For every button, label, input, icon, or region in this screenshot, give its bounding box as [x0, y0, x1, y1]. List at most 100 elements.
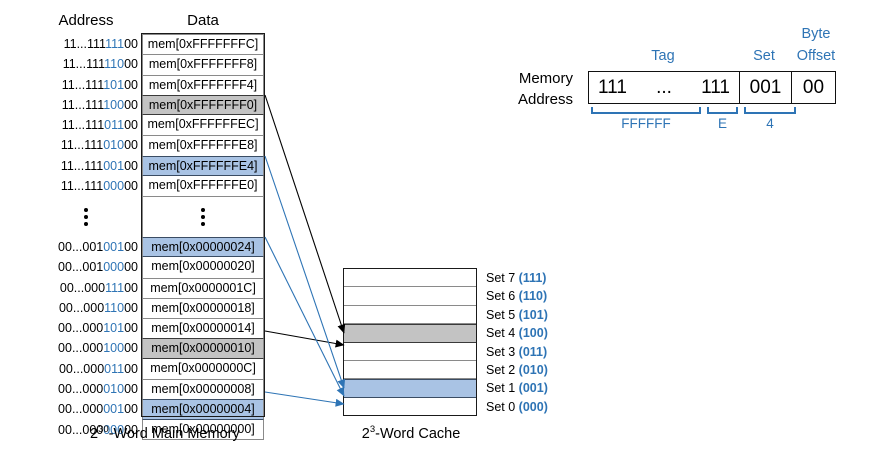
- cache-set-binary: (000): [518, 399, 548, 414]
- address-offset-bits: 00: [124, 118, 138, 133]
- address-set-bits: 000: [103, 422, 125, 437]
- offset-field-label: Offset: [796, 48, 836, 64]
- arrow-00000010-to-set4: [264, 330, 345, 348]
- address-offset-bits: 00: [124, 361, 138, 376]
- tag-ellipsis: ...: [656, 76, 672, 98]
- address-row: 11...11110100: [34, 75, 138, 95]
- cache-set-label: Set 0 (000): [486, 398, 548, 416]
- data-column-header: Data: [187, 12, 219, 29]
- address-set-bits: 001: [103, 402, 125, 417]
- cache-set-binary: (111): [518, 271, 547, 285]
- address-field-box: 111 ... 111 001 00: [588, 71, 836, 104]
- cache-set-name: Set 7: [486, 271, 519, 285]
- address-offset-bits: 00: [124, 402, 138, 417]
- arrow-ffffffe4-to-set1: [264, 155, 346, 389]
- address-tag-bits: 00...000: [58, 300, 105, 315]
- address-set-bits: 010: [103, 382, 125, 397]
- address-tag-bits: 11...111: [61, 97, 104, 112]
- address-offset-bits: 00: [124, 280, 138, 295]
- address-offset-bits: 00: [124, 138, 138, 153]
- address-tag-bits: 00...000: [58, 402, 104, 417]
- memory-cell: mem[0x00000024]: [142, 236, 264, 258]
- set-hex-brace: [707, 107, 738, 114]
- memory-address-label-line1: Memory: [518, 70, 573, 87]
- address-row: 00...00100000: [34, 257, 138, 277]
- main-memory-caption: 230-Word Main Memory: [90, 424, 240, 442]
- cache-set-label: Set 1 (001): [486, 379, 548, 397]
- cache-set-name: Set 6: [486, 289, 519, 304]
- address-tag-bits: 11...111: [62, 57, 105, 72]
- address-row: 00...00001000: [34, 379, 138, 399]
- address-set-bits: 000: [103, 260, 125, 275]
- set-field-value: 001: [739, 72, 791, 103]
- address-ellipsis: [34, 196, 138, 237]
- address-tag-bits: 00...000: [58, 382, 104, 397]
- address-set-bits: 100: [103, 97, 125, 112]
- offset-hex-brace: [744, 107, 796, 114]
- address-set-bits: 110: [104, 57, 125, 72]
- address-offset-bits: 00: [124, 260, 138, 275]
- address-tag-bits: 11...111: [60, 179, 104, 194]
- address-set-bits: 110: [104, 300, 125, 315]
- address-row: 00...00000100: [34, 399, 138, 419]
- address-tag-bits: 00...001: [58, 239, 104, 254]
- address-offset-bits: 00: [124, 422, 138, 437]
- address-set-bits: 101: [103, 77, 125, 92]
- address-offset-bits: 00: [124, 239, 138, 254]
- address-row: 00...00010100: [34, 318, 138, 338]
- tag-hex-brace: [591, 107, 701, 114]
- address-tag-bits: 11...111: [60, 158, 104, 173]
- address-set-bits: 001: [103, 158, 125, 173]
- cache-set-label: Set 6 (110): [486, 287, 548, 305]
- memory-cell: mem[0xFFFFFFE8]: [142, 135, 264, 156]
- address-offset-bits: 00: [124, 382, 138, 397]
- cache-set-name: Set 4: [486, 326, 519, 341]
- memory-cell: mem[0x0000000C]: [142, 358, 264, 380]
- memory-cell: mem[0xFFFFFFEC]: [142, 115, 264, 136]
- memory-cell: mem[0x00000000]: [142, 419, 264, 440]
- address-set-bits: 111: [105, 280, 125, 295]
- address-offset-bits: 00: [124, 341, 138, 356]
- address-tag-bits: 11...111: [61, 77, 104, 92]
- memory-address-label: Memory Address: [487, 68, 573, 110]
- cache-set-cell: [344, 397, 476, 417]
- address-row: 00...00001100: [34, 359, 138, 379]
- address-row: 00...00010000: [34, 338, 138, 358]
- address-offset-bits: 00: [124, 57, 138, 72]
- cache-set-cell: [344, 287, 476, 306]
- address-tag-bits: 11...111: [61, 118, 105, 133]
- memory-cell: mem[0xFFFFFFE4]: [142, 155, 264, 177]
- cache-caption-rest: -Word Cache: [375, 425, 461, 442]
- arrow-fffffff0-to-set4: [264, 94, 346, 334]
- address-tag-bits: 00...000: [58, 341, 104, 356]
- memory-caption-base: 2: [90, 425, 99, 442]
- address-column-header: Address: [58, 12, 114, 29]
- tag-right-bits: 111: [701, 76, 730, 98]
- memory-cell: mem[0x00000018]: [142, 297, 264, 319]
- address-set-bits: 010: [103, 138, 125, 153]
- cache-column: [344, 269, 476, 417]
- address-set-bits: 000: [103, 179, 125, 194]
- cache-set-label: Set 7 (111): [486, 269, 548, 287]
- memory-caption-exponent: 30: [98, 424, 109, 435]
- set-hex-value: E: [717, 116, 727, 131]
- cache-set-cell: [344, 379, 476, 398]
- cache-set-binary: (100): [518, 326, 548, 341]
- byte-field-label: Byte: [801, 26, 831, 42]
- cache-set-cell: [344, 269, 476, 288]
- memory-data-column: mem[0xFFFFFFFC]mem[0xFFFFFFF8]mem[0xFFFF…: [142, 34, 264, 440]
- address-tag-bits: 11...111: [60, 138, 104, 153]
- cache-set-name: Set 5: [486, 307, 519, 322]
- cache-set-binary: (110): [518, 289, 548, 304]
- cache-set-label: Set 4 (100): [486, 324, 548, 342]
- address-offset-bits: 00: [124, 77, 138, 92]
- address-row: 11...11110000: [34, 95, 138, 115]
- memory-cell: mem[0x00000008]: [142, 379, 264, 400]
- address-row: 11...11111100: [34, 34, 138, 54]
- address-offset-bits: 00: [124, 97, 138, 112]
- address-set-bits: 101: [103, 321, 125, 336]
- address-offset-bits: 00: [124, 37, 138, 51]
- address-row: 11...11101100: [34, 115, 138, 135]
- address-offset-bits: 00: [124, 321, 138, 336]
